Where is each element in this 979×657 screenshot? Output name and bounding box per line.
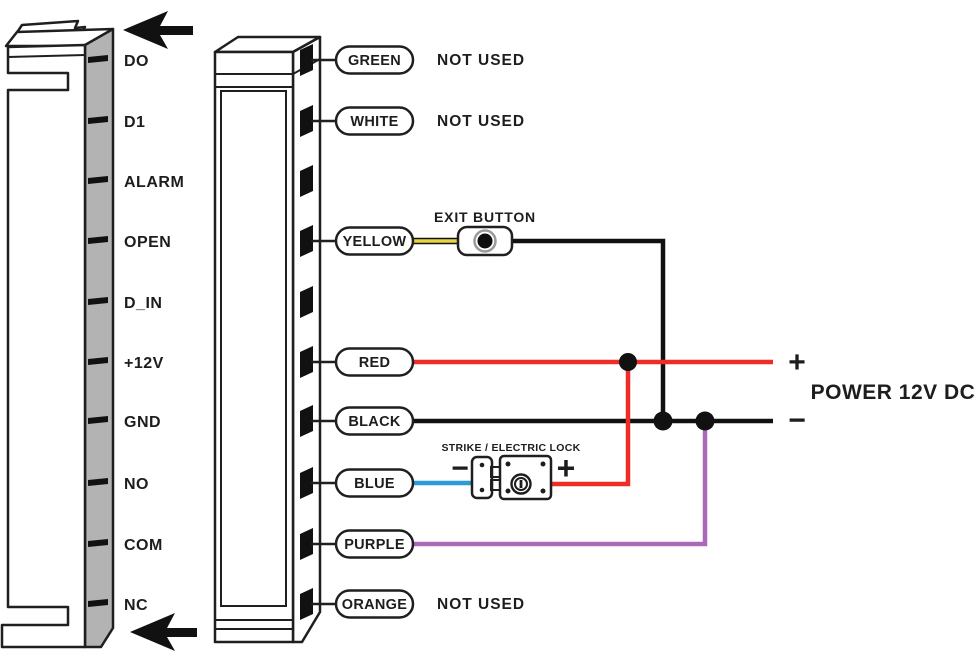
wire-pill-text: PURPLE xyxy=(344,537,405,553)
arrow-left-bottom-icon xyxy=(130,613,197,651)
terminal-label-12v: +12V xyxy=(124,355,164,372)
power-plus-sign: + xyxy=(788,346,806,379)
wire-pill-text: WHITE xyxy=(350,114,398,130)
wire-stub xyxy=(300,405,313,437)
wire-pill-text: BLACK xyxy=(348,414,400,430)
lock-keyhole xyxy=(514,477,528,491)
wire-stub xyxy=(300,44,313,76)
terminal-label-com: COM xyxy=(124,537,163,554)
power-supply: + − POWER 12V DC xyxy=(788,346,975,437)
terminal-mark xyxy=(88,116,108,124)
wire-label-red: RED xyxy=(334,347,415,377)
controller-front-face xyxy=(0,43,87,649)
exit-button-label: EXIT BUTTON xyxy=(434,209,536,225)
access-controller: DO D1 ALARM OPEN D_IN +12V GND NO COM NC xyxy=(0,11,197,651)
screw-dot xyxy=(505,488,511,494)
not-used-label: NOT USED xyxy=(437,596,525,613)
wire-label-yellow: YELLOW xyxy=(334,226,415,256)
wire-stub xyxy=(300,346,313,378)
junction-dot xyxy=(695,411,715,431)
terminal-mark xyxy=(88,297,108,305)
terminal-mark xyxy=(88,357,108,365)
wire-pill-text: BLUE xyxy=(354,476,395,492)
junction-dot xyxy=(619,353,637,371)
wire-stub xyxy=(300,588,313,620)
wire-pill-text: GREEN xyxy=(348,53,401,69)
wire-label-black: BLACK xyxy=(334,406,415,436)
terminal-label-open: OPEN xyxy=(124,234,171,251)
arrow-left-top-icon xyxy=(123,11,193,49)
screw-dot xyxy=(540,461,546,467)
wire-pill-text: RED xyxy=(359,355,391,371)
wire-labels: GREEN NOT USED WHITE NOT USED YELLOW RED… xyxy=(334,45,525,619)
terminal-label-din: D_IN xyxy=(124,295,162,312)
wire-stub xyxy=(300,467,313,499)
terminal-mark xyxy=(88,539,108,547)
not-used-label: NOT USED xyxy=(437,113,525,130)
terminal-mark xyxy=(88,236,108,244)
wire-pill xyxy=(334,45,415,75)
terminal-mark xyxy=(88,55,108,63)
lock-label: STRIKE / ELECTRIC LOCK xyxy=(441,442,580,454)
wire-pill xyxy=(334,589,415,619)
wire-pill xyxy=(334,226,415,256)
electric-lock: STRIKE / ELECTRIC LOCK − + xyxy=(441,442,580,501)
reader-front-face xyxy=(213,50,295,644)
wire-stub xyxy=(300,225,313,257)
wiring xyxy=(413,237,773,547)
terminal-label-d1: D1 xyxy=(124,114,145,131)
wire-label-blue: BLUE xyxy=(334,468,415,498)
red-branch-wire xyxy=(551,362,631,487)
reader-back-panel xyxy=(220,90,287,607)
controller-seam xyxy=(7,54,86,58)
wire-pill xyxy=(334,347,415,377)
not-used-label: NOT USED xyxy=(437,52,525,69)
wire-stub xyxy=(300,286,313,318)
wire-pill xyxy=(334,406,415,436)
terminal-mark xyxy=(88,416,108,424)
exit-button-wire xyxy=(512,238,666,419)
wire-stub xyxy=(300,165,313,197)
terminal-label-gnd: GND xyxy=(124,414,161,431)
keypad-reader xyxy=(213,35,338,644)
screw-dot xyxy=(479,487,485,493)
wire-label-orange: ORANGE NOT USED xyxy=(334,589,525,619)
wire-stub xyxy=(300,105,313,137)
terminal-mark xyxy=(88,478,108,486)
exit-button: EXIT BUTTON xyxy=(434,209,536,257)
wire-pill xyxy=(334,106,415,136)
screw-dot xyxy=(479,462,485,468)
wire-label-white: WHITE NOT USED xyxy=(334,106,525,136)
screw-dot xyxy=(505,461,511,467)
wire-label-green: GREEN NOT USED xyxy=(334,45,525,75)
screw-dot xyxy=(540,488,546,494)
wire-pill xyxy=(334,468,415,498)
wire-pill xyxy=(334,529,415,559)
exit-button-core xyxy=(477,233,493,249)
lock-minus-sign: − xyxy=(451,452,469,485)
power-label: POWER 12V DC xyxy=(811,381,976,404)
terminal-label-do: DO xyxy=(124,53,149,70)
terminal-label-nc: NC xyxy=(124,597,148,614)
junction-dot xyxy=(653,411,673,431)
terminal-mark xyxy=(88,599,108,607)
lock-plus-sign: + xyxy=(557,450,576,486)
terminal-label-alarm: ALARM xyxy=(124,174,184,191)
purple-wire xyxy=(413,423,708,547)
wire-pill-text: ORANGE xyxy=(342,597,407,613)
lock-keyhole-slot xyxy=(519,480,523,488)
terminal-label-no: NO xyxy=(124,476,149,493)
wire-stub xyxy=(300,528,313,560)
power-minus-sign: − xyxy=(788,404,806,437)
wire-label-purple: PURPLE xyxy=(334,529,415,559)
lock-keyhole-ring xyxy=(510,473,532,495)
wire-pill-text: YELLOW xyxy=(343,234,407,250)
terminal-mark xyxy=(88,176,108,184)
